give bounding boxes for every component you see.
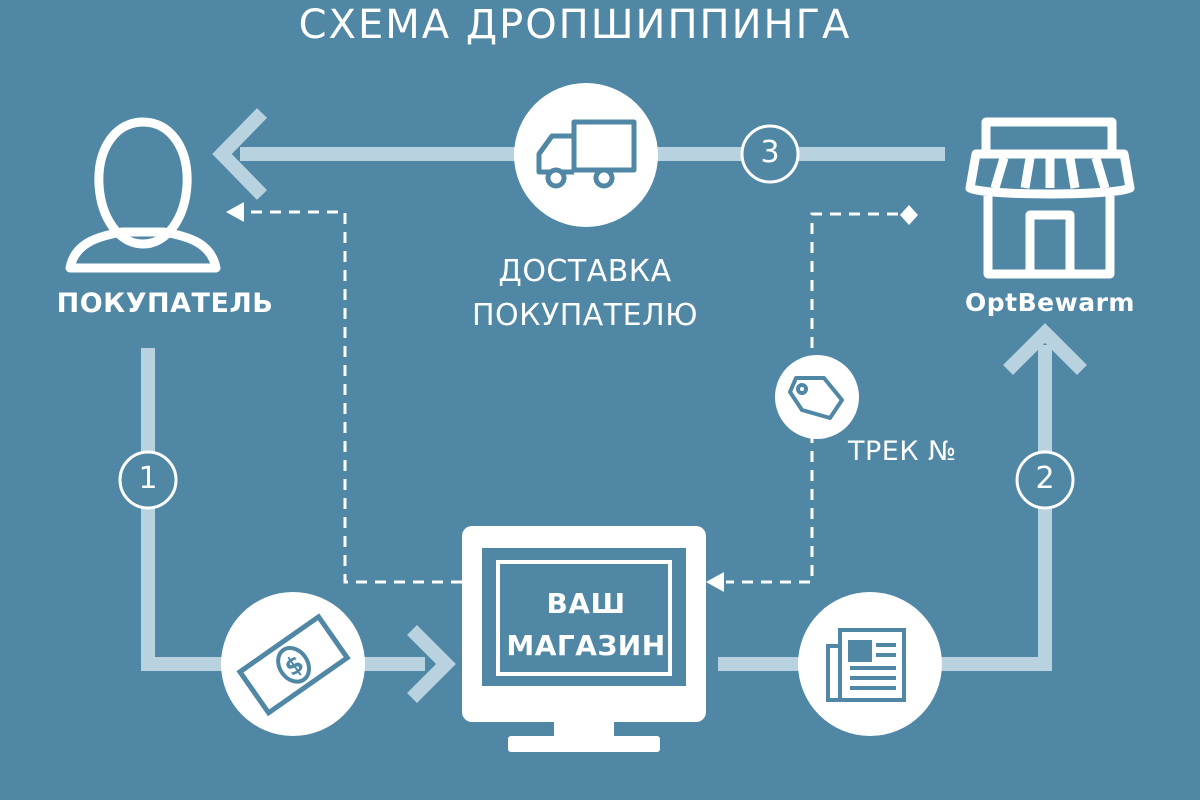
step-2-badge [1015, 450, 1075, 510]
newspaper-icon [826, 628, 906, 702]
step-2-number: 2 [1035, 461, 1055, 496]
dashed-line-shop-to-buyer [248, 210, 462, 584]
step-1-badge [118, 450, 178, 510]
monitor-icon [462, 526, 706, 752]
track-number-label: ТРЕК № [848, 436, 957, 467]
step-3-badge [740, 124, 800, 184]
shop-label: ВАШ МАГАЗИН [496, 583, 676, 667]
truck-icon [536, 119, 637, 189]
tag-circle [775, 355, 859, 439]
dashed-diamond [900, 205, 918, 225]
price-tag-icon [788, 376, 844, 420]
arrow-to-supplier [1003, 323, 1087, 375]
delivery-label: ДОСТАВКА ПОКУПАТЕЛЮ [440, 250, 730, 338]
arrow-to-buyer [212, 108, 268, 200]
order-circle [798, 592, 942, 736]
shop-label-line2: МАГАЗИН [506, 629, 666, 662]
store-icon [965, 117, 1135, 279]
dashed-arrowhead-shop [706, 572, 724, 592]
delivery-label-line2: ПОКУПАТЕЛЮ [471, 298, 699, 333]
shop-label-line1: ВАШ [546, 587, 626, 620]
delivery-label-line1: ДОСТАВКА [498, 254, 672, 289]
step-3-number: 3 [760, 135, 780, 170]
supplier-label: OptBewarm [965, 288, 1135, 317]
delivery-circle [514, 83, 658, 227]
buyer-label: ПОКУПАТЕЛЬ [56, 288, 274, 319]
diagram-title: СХЕМА ДРОПШИППИНГА [298, 2, 852, 48]
arrow-to-shop [407, 625, 456, 703]
step-1-number: 1 [138, 461, 158, 496]
dashed-arrowhead-buyer [226, 202, 244, 222]
person-icon [65, 117, 221, 273]
